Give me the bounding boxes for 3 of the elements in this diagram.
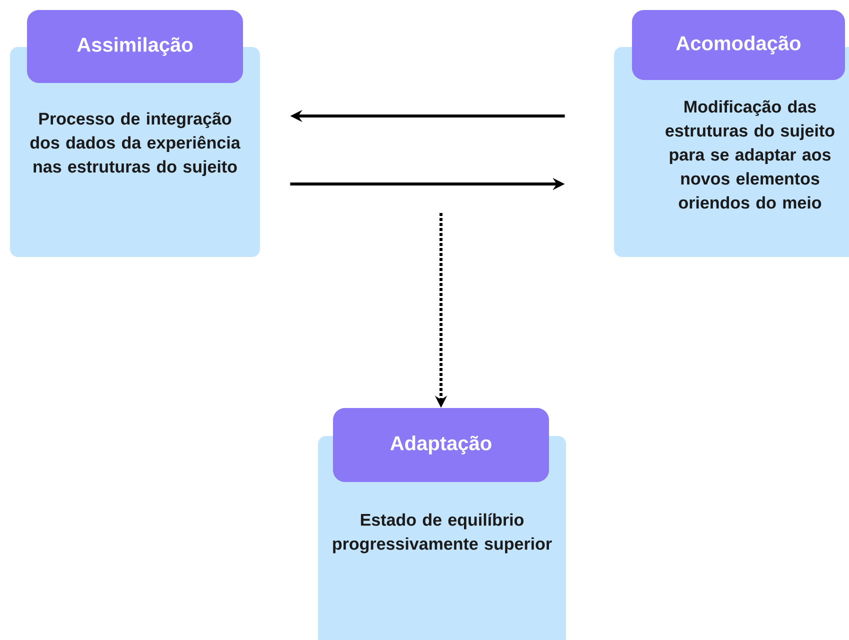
card: Assimilação Processo de integração dos dados da experiência nas estruturas do sujeito bbox=[10, 10, 260, 257]
card: Acomodação Modificação das estruturas do sujeito para se adaptar aos novos elementos oriendos do meio bbox=[614, 10, 849, 257]
card: Adaptação Estado de equilíbrio progressivamente superior bbox=[318, 408, 566, 640]
